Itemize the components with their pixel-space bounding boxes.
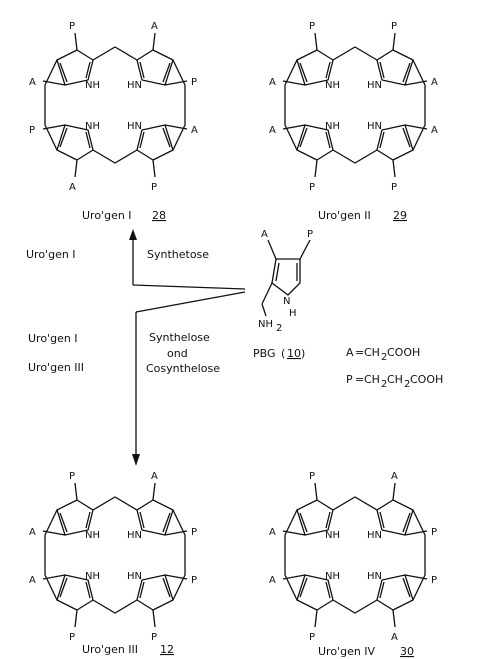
uro2-nh-1: NH [325, 80, 340, 91]
uro4-sub-5: A [269, 575, 276, 586]
uro1-structure: P A A P P A A P NH HN NH HN [23, 21, 198, 193]
def-a-sub: 2 [381, 352, 387, 363]
pbg-structure: A P N H NH 2 [258, 229, 313, 334]
pbg-paren-close: ) [301, 347, 305, 360]
uro2-label: Uro'gen II [318, 209, 371, 222]
upper-enzyme-label: Synthetose [147, 248, 209, 261]
def-a-lhs: A [346, 346, 354, 359]
def-p-ch2: CH [387, 373, 403, 386]
uro1-nh-1: NH [85, 80, 100, 91]
uro4-number: 30 [400, 645, 414, 658]
uro3-sub-3: A [29, 527, 36, 538]
pbg-nh2-sub: 2 [276, 323, 282, 334]
uro4-nh-1: NH [325, 530, 340, 541]
uro3-sub-2: A [151, 471, 158, 482]
uro4-sub-3: A [269, 527, 276, 538]
uro4-label: Uro'gen IV [318, 645, 376, 658]
uro4-nh-2: NH [325, 571, 340, 582]
lower-product-1: Uro'gen I [28, 332, 78, 345]
pbg-paren-open: ( [281, 347, 285, 360]
uro2-sub-3: A [269, 77, 276, 88]
def-p-sub1: 2 [381, 379, 387, 390]
uro3-nh-2: NH [85, 571, 100, 582]
pbg-sub-p: P [307, 229, 313, 240]
uro1-sub-3: A [29, 77, 36, 88]
uro4-sub-4: P [431, 527, 437, 538]
pbg-ring-h: H [289, 308, 297, 319]
uro3-hn-1: HN [127, 530, 142, 541]
uro4-hn-2: HN [367, 571, 382, 582]
uro1-sub-4: P [191, 77, 197, 88]
uro2-number: 29 [393, 209, 407, 222]
uro2-sub-4: A [431, 77, 438, 88]
def-p-sub2: 2 [404, 379, 410, 390]
lower-enzyme-3: Cosynthelose [146, 362, 220, 375]
def-p-lhs: P [346, 373, 353, 386]
uro2-structure: P P A A A A P P NH HN NH HN [269, 21, 438, 193]
upper-product-label: Uro'gen I [26, 248, 76, 261]
pbg-sub-a: A [261, 229, 268, 240]
uro1-hn-1: HN [127, 80, 142, 91]
uro2-sub-2: P [391, 21, 397, 32]
uro4-sub-7: P [309, 632, 315, 643]
uro4-sub-8: A [391, 632, 398, 643]
uro3-label: Uro'gen III [82, 643, 138, 656]
uro2-sub-7: P [309, 182, 315, 193]
uro4-structure: P A A P A P P A NH HN NH HN [269, 471, 437, 643]
uro3-hn-2: HN [127, 571, 142, 582]
pbg-label: PBG [253, 347, 276, 360]
uro3-number: 12 [160, 643, 174, 656]
def-a-tail: COOH [387, 346, 420, 359]
uro1-sub-6: A [191, 125, 198, 136]
uro2-hn-2: HN [367, 121, 382, 132]
uro4-hn-1: HN [367, 530, 382, 541]
uro1-sub-8: P [151, 182, 157, 193]
uro2-sub-1: P [309, 21, 315, 32]
uro3-sub-1: P [69, 471, 75, 482]
svg-text:=: = [355, 373, 364, 386]
uro1-sub-5: P [29, 125, 35, 136]
uro1-number: 28 [152, 209, 166, 222]
uro2-sub-6: A [431, 125, 438, 136]
uro1-label: Uro'gen I [82, 209, 132, 222]
pbg-ring-n: N [283, 296, 290, 307]
uro2-nh-2: NH [325, 121, 340, 132]
uro4-sub-2: A [391, 471, 398, 482]
uro1-sub-7: A [69, 182, 76, 193]
uro3-nh-1: NH [85, 530, 100, 541]
def-p-tail: COOH [410, 373, 443, 386]
uro4-sub-6: P [431, 575, 437, 586]
def-a-ch: CH [364, 346, 380, 359]
svg-text:=: = [355, 346, 364, 359]
pathway-arrows [129, 229, 246, 466]
lower-enzyme-1: Synthelose [149, 331, 210, 344]
uro1-sub-2: A [151, 21, 158, 32]
uro1-hn-2: HN [127, 121, 142, 132]
lower-enzyme-2: ond [167, 347, 188, 360]
uro1-sub-1: P [69, 21, 75, 32]
uro3-structure: P A A P A P P P NH HN NH HN [29, 471, 197, 643]
uro3-sub-6: P [191, 575, 197, 586]
uro3-sub-8: P [151, 632, 157, 643]
pbg-nh2: NH [258, 319, 273, 330]
def-p-ch1: CH [364, 373, 380, 386]
uro2-sub-5: A [269, 125, 276, 136]
uro3-sub-5: A [29, 575, 36, 586]
uro4-sub-1: P [309, 471, 315, 482]
uro3-sub-4: P [191, 527, 197, 538]
substituent-definitions: A = CH 2 COOH P = CH 2 CH 2 COOH [346, 346, 443, 390]
uro1-nh-2: NH [85, 121, 100, 132]
uro2-sub-8: P [391, 182, 397, 193]
pbg-number: 10 [287, 347, 301, 360]
uro2-hn-1: HN [367, 80, 382, 91]
lower-product-2: Uro'gen III [28, 361, 84, 374]
uro3-sub-7: P [69, 632, 75, 643]
